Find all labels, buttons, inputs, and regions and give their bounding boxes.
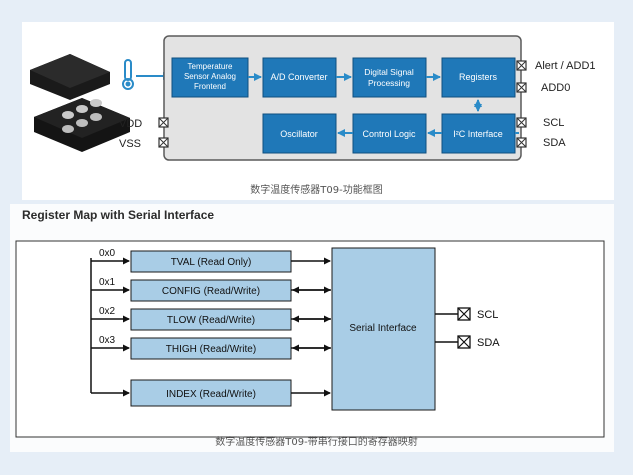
pin-label-scl-map: SCL (477, 309, 498, 321)
address-bus (90, 257, 130, 397)
serial-output-lines (435, 313, 458, 343)
pin-label-add0: ADD0 (541, 82, 570, 94)
svg-text:Registers: Registers (459, 72, 498, 82)
svg-text:INDEX (Read/Write): INDEX (Read/Write) (166, 389, 256, 400)
register-tval: TVAL (Read Only) (130, 250, 292, 273)
pin-label-scl: SCL (543, 117, 564, 129)
address-label-0x2: 0x2 (99, 306, 116, 317)
register-config: CONFIG (Read/Write) (130, 279, 292, 302)
pin-sda-marker (457, 335, 471, 349)
serial-interface-block: Serial Interface (331, 247, 436, 411)
svg-text:THIGH (Read/Write): THIGH (Read/Write) (166, 344, 256, 355)
svg-text:Digital Signal: Digital Signal (364, 67, 414, 77)
register-map-panel: Register Map with Serial Interface 0x0 0… (10, 204, 614, 452)
block-control-logic: Control Logic (352, 113, 427, 154)
block-oscillator: Oscillator (262, 113, 337, 154)
pin-label-sda-map: SDA (477, 337, 500, 349)
register-map-frame (15, 240, 605, 438)
pin-label-alert: Alert / ADD1 (535, 60, 596, 72)
block-dsp: Digital Signal Processing (352, 57, 427, 98)
block-diagram: VDD VSS Alert / ADD1 ADD0 SCL SDA Temper… (30, 35, 596, 161)
block-connections (248, 73, 519, 137)
svg-text:Sensor Analog: Sensor Analog (184, 72, 236, 81)
register-index: INDEX (Read/Write) (130, 379, 292, 407)
address-label-0x0: 0x0 (99, 248, 116, 259)
svg-text:TLOW (Read/Write): TLOW (Read/Write) (167, 315, 255, 326)
pin-label-sda: SDA (543, 137, 566, 149)
svg-text:Temperature: Temperature (188, 62, 233, 71)
svg-text:Processing: Processing (368, 78, 410, 88)
address-label-0x1: 0x1 (99, 277, 116, 288)
block-diagram-caption: 数字温度传感器T09-功能框图 (250, 185, 383, 196)
register-tlow: TLOW (Read/Write) (130, 308, 292, 331)
register-map-title: Register Map with Serial Interface (22, 208, 214, 222)
pin-scl-marker (457, 307, 471, 321)
svg-text:A/D Converter: A/D Converter (270, 72, 327, 82)
pin-label-vss: VSS (119, 138, 141, 150)
svg-text:Serial Interface: Serial Interface (349, 323, 417, 334)
thermometer-icon (122, 59, 134, 90)
svg-text:Control Logic: Control Logic (362, 129, 416, 139)
block-temp-sensor: Temperature Sensor Analog Frontend (171, 57, 249, 98)
svg-text:TVAL (Read Only): TVAL (Read Only) (171, 257, 252, 268)
pin-label-vdd: VDD (119, 118, 142, 130)
block-i2c-interface: I²C Interface (441, 113, 516, 154)
register-links (291, 257, 331, 397)
svg-text:I²C Interface: I²C Interface (453, 129, 503, 139)
block-adc: A/D Converter (262, 57, 337, 98)
block-diagram-panel: VDD VSS Alert / ADD1 ADD0 SCL SDA Temper… (22, 22, 614, 200)
register-thigh: THIGH (Read/Write) (130, 337, 292, 360)
register-map-caption: 数字温度传感器T09-带串行接口的寄存器映射 (215, 437, 418, 448)
svg-text:Oscillator: Oscillator (280, 129, 318, 139)
address-label-0x3: 0x3 (99, 335, 116, 346)
block-registers: Registers (441, 57, 516, 98)
chip-package-image (30, 54, 130, 152)
svg-text:Frontend: Frontend (194, 82, 226, 91)
register-map-diagram: Register Map with Serial Interface 0x0 0… (15, 208, 605, 438)
svg-text:CONFIG (Read/Write): CONFIG (Read/Write) (162, 286, 260, 297)
